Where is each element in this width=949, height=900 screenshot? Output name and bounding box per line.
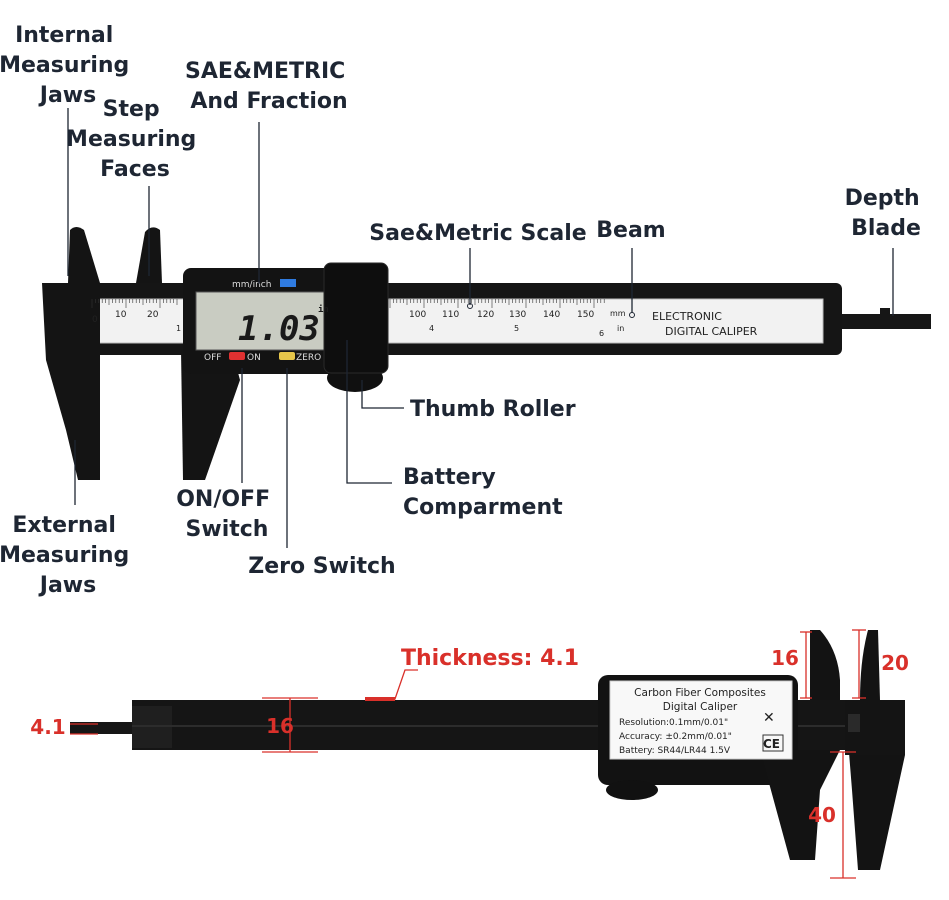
- external-jaw-fixed: [42, 283, 100, 480]
- scale-mm-120: 120: [477, 310, 494, 320]
- label-internal-jaws-3: Jaws: [38, 83, 96, 108]
- scale-mm-140: 140: [543, 310, 560, 320]
- label-on-off-1: ON/OFF: [176, 487, 270, 512]
- scale-ticks: [91, 299, 605, 308]
- scale-unit-mm: mm: [610, 309, 626, 318]
- label-step-faces-3: Faces: [100, 157, 170, 182]
- on-off-button: [229, 352, 245, 360]
- sticker-accuracy: Accuracy: ±0.2mm/0.01": [619, 732, 732, 742]
- dim-depth: 4.1: [30, 715, 65, 739]
- svg-text:SAE&METRIC And Fraction: SAE&METRIC And Fraction: [185, 59, 353, 114]
- label-step-faces-1: Step: [103, 97, 160, 122]
- lcd-reading: 1.03: [238, 309, 320, 349]
- scale-mm-150: 150: [577, 310, 594, 320]
- jaw-upper-right: [860, 630, 880, 700]
- label-zero-switch: Zero Switch: [248, 554, 395, 579]
- recycle-bin-icon: ✕: [763, 710, 775, 726]
- label-sae-metric-scale: Sae&Metric Scale: [369, 221, 586, 246]
- scale-mm-130: 130: [509, 310, 526, 320]
- label-step-faces-2: Measuring: [66, 127, 196, 152]
- scale-mm-110: 110: [442, 310, 459, 320]
- dim-jaw-16: 16: [771, 646, 799, 670]
- sticker-resolution: Resolution:0.1mm/0.01": [619, 718, 728, 728]
- internal-jaw-fixed: [68, 227, 100, 283]
- zero-button: [279, 352, 295, 360]
- scale-in-5: 5: [514, 324, 519, 333]
- jaw-lower-right: [848, 740, 905, 870]
- sticker-battery: Battery: SR44/LR44 1.5V: [619, 746, 731, 756]
- depth-blade: [830, 314, 931, 329]
- label-depth-blade-1: Depth: [845, 186, 920, 211]
- svg-text:ON/OFF Switch: ON/OFF Switch: [176, 487, 278, 542]
- svg-text:Battery Comparment: Battery Comparment: [403, 465, 563, 520]
- top-caliper: [42, 227, 931, 480]
- label-battery-1: Battery: [403, 465, 496, 490]
- label-external-jaws-3: Jaws: [38, 573, 96, 598]
- label-internal-jaws-1: Internal: [15, 23, 113, 48]
- back-sticker: [609, 680, 793, 760]
- scale-mm-0: 0: [92, 315, 98, 325]
- mm-inch-label: mm/inch: [232, 280, 271, 290]
- sticker-ce: CE: [763, 737, 780, 751]
- label-sae-metric-1: SAE&METRIC: [185, 59, 345, 84]
- scale-mm-10: 10: [115, 310, 127, 320]
- bottom-caliper: [70, 630, 905, 870]
- label-external-jaws-2: Measuring: [0, 543, 129, 568]
- scale-mm-100: 100: [409, 310, 426, 320]
- dim-thickness: Thickness: 4.1: [401, 646, 579, 671]
- svg-text:Internal Measuring Jaw: Internal Measuring Jaws: [0, 23, 137, 108]
- external-jaw-slider: [181, 350, 240, 480]
- scale-in-1: 1: [176, 324, 181, 333]
- off-label: OFF: [204, 353, 221, 363]
- scale-in-4: 4: [429, 324, 434, 333]
- on-label: ON: [247, 353, 261, 363]
- dim-jaw-20: 20: [881, 651, 909, 675]
- scale-in-6: 6: [599, 329, 604, 338]
- svg-text:External Measuring Jaw: External Measuring Jaws: [0, 513, 137, 598]
- svg-text:Depth Blade: Depth Blade: [845, 186, 928, 241]
- label-thumb-roller: Thumb Roller: [410, 397, 576, 422]
- dim-jaw-40: 40: [808, 803, 836, 827]
- label-beam: Beam: [596, 218, 665, 243]
- sticker-line1: Carbon Fiber Composites: [634, 687, 766, 699]
- leader-lines: [67, 108, 894, 548]
- label-on-off-2: Switch: [186, 517, 269, 542]
- scale-unit-in: in: [617, 324, 624, 333]
- label-external-jaws-1: External: [12, 513, 116, 538]
- sticker-line2: Digital Caliper: [663, 701, 738, 713]
- label-sae-metric-2: And Fraction: [190, 89, 347, 114]
- caliper-title-line1: ELECTRONIC: [652, 310, 722, 323]
- scale-mm-20: 20: [147, 310, 159, 320]
- zero-label: ZERO: [296, 353, 321, 363]
- depth-blade-back: [70, 722, 140, 734]
- svg-text:Step Measuring Faces: Step Measuring Faces: [66, 97, 204, 182]
- jaw-upper-left: [810, 630, 840, 700]
- label-battery-2: Comparment: [403, 495, 563, 520]
- label-depth-blade-2: Blade: [851, 216, 921, 241]
- label-internal-jaws-2: Measuring: [0, 53, 129, 78]
- caliper-title-line2: DIGITAL CALIPER: [665, 325, 758, 338]
- dim-beam-width: 16: [266, 714, 294, 738]
- lcd-unit: in: [318, 304, 329, 315]
- jaw-lower-left: [760, 750, 840, 860]
